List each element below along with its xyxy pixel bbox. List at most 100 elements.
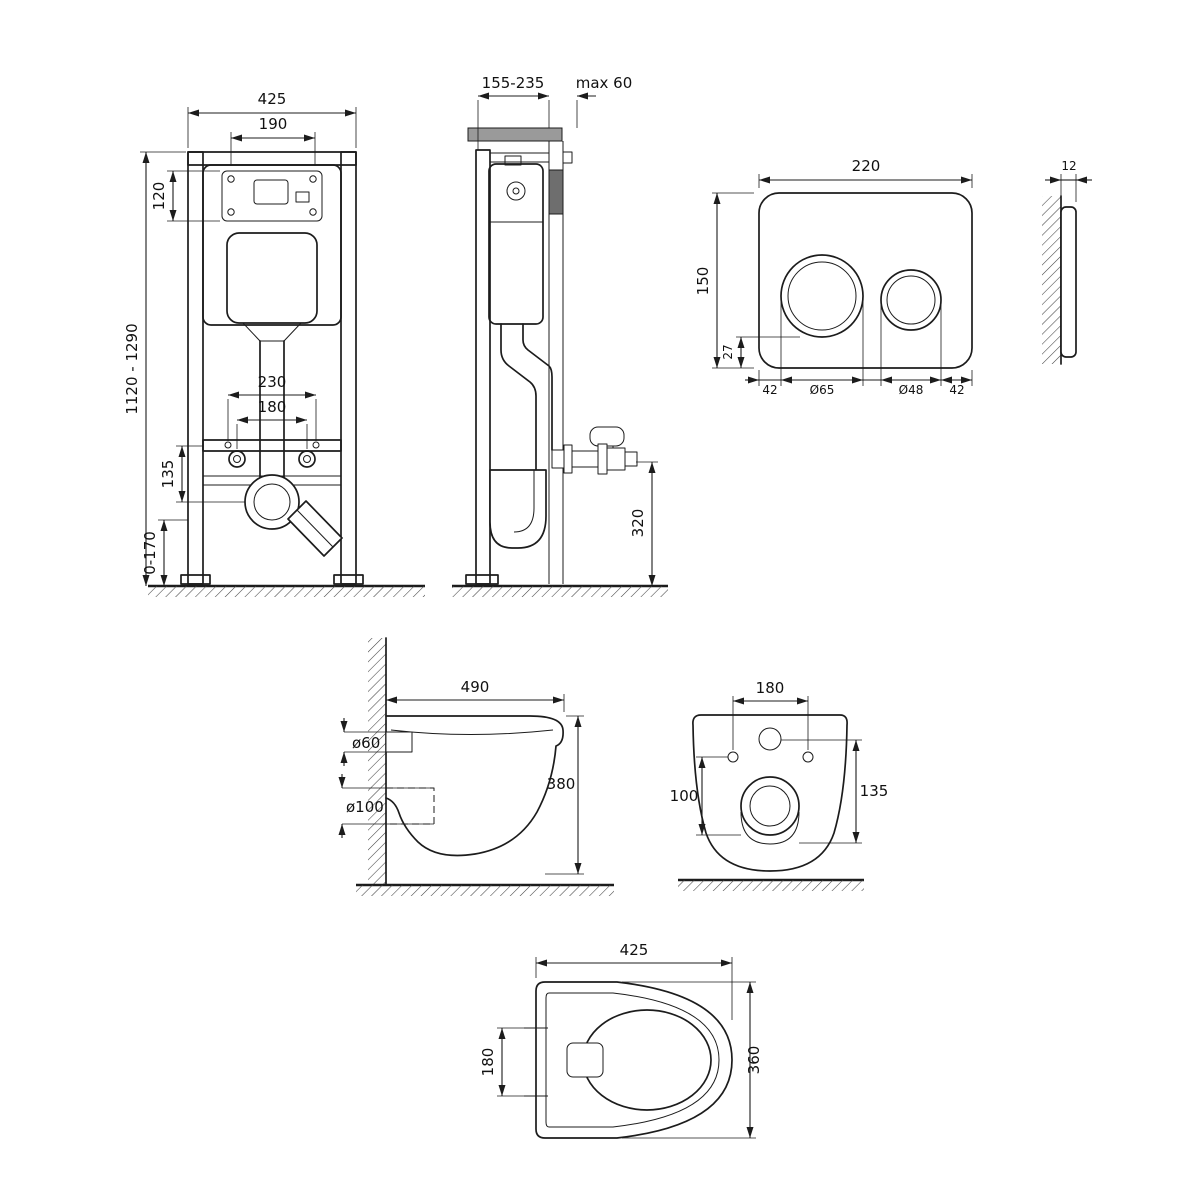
service-detail (295, 191, 310, 203)
rim-inner-line (545, 992, 720, 1128)
small-flush-button (880, 269, 942, 331)
flush-plate-side-view: 12 (1042, 159, 1092, 365)
dim-label-fix-height: 135 (860, 782, 889, 800)
extension-lines (140, 107, 357, 521)
outlet-pipe-part (606, 447, 626, 471)
bowl-side-dimensions: 490 ø60 ø100 380 (338, 678, 584, 875)
fixing-bolt-center (303, 455, 311, 463)
outlet-collar (740, 811, 800, 845)
extension-lines (497, 957, 756, 1139)
dim-label-bowl-height: 380 (547, 775, 576, 793)
cistern-body (202, 164, 342, 326)
dim-label-thickness: 12 (1061, 159, 1076, 173)
mid-crossbar (202, 439, 342, 452)
outlet-pipe-hidden (385, 787, 435, 825)
dim-label-outlet-height: 320 (629, 509, 647, 538)
plate-side-dimensions: 12 (1045, 159, 1092, 202)
fixing-bolt (298, 450, 316, 468)
outlet-hole (740, 776, 800, 836)
fixing-bolt (228, 450, 246, 468)
inlet-pipe (385, 731, 413, 753)
flush-plate (758, 192, 973, 369)
service-box (221, 170, 323, 222)
frame-side-geometry (452, 127, 668, 597)
plate-side-geometry (1042, 195, 1077, 365)
floor-hatch (356, 885, 614, 896)
small-flush-button-inner (886, 275, 936, 325)
fixing-cross-marks (524, 1016, 548, 1108)
dim-label-offset-27: 27 (721, 344, 735, 359)
flush-spud (566, 1042, 604, 1078)
dim-label-cistern-width: 190 (259, 115, 288, 133)
right-rail (340, 151, 357, 585)
dim-label-fix-wide: 230 (258, 373, 287, 391)
wall-bracket (467, 127, 563, 142)
outlet-pipe-part (551, 449, 565, 469)
toilet-top-view: 425 180 360 (479, 941, 763, 1139)
dim-label-outlet-offset: 135 (159, 460, 177, 489)
bowl-top-geometry (524, 981, 733, 1139)
dim-label-foot-adjust: 0-170 (141, 531, 159, 575)
drain-socket-inner (253, 483, 291, 521)
plate-front-geometry (758, 192, 973, 369)
flush-plate-front-view: 220 150 27 42 Ø65 Ø48 42 (694, 157, 973, 397)
pan-connector-elbow (489, 469, 547, 549)
wall-anchor-block (548, 169, 564, 215)
service-screw (309, 175, 317, 183)
wall-hatch (368, 638, 386, 885)
dim-label-outlet: ø100 (346, 798, 384, 816)
cistern-knob (504, 155, 522, 166)
plate-front-dimensions: 220 150 27 42 Ø65 Ø48 42 (694, 157, 973, 397)
cistern-side (488, 163, 544, 325)
fix-hole (224, 441, 232, 449)
rail-profile (475, 149, 491, 585)
floor-hatch (148, 586, 425, 597)
dim-label-fix-spacing: 180 (756, 679, 785, 697)
dim-label-fix-narrow: 180 (258, 398, 287, 416)
service-window (253, 179, 289, 205)
frame-side-dimensions: 155-235 max 60 320 (477, 74, 658, 586)
fixing-hole (802, 751, 814, 763)
flush-pipe (259, 340, 285, 479)
outlet-pipe-part (571, 450, 599, 468)
dim-label-top-fix-spacing: 180 (479, 1048, 497, 1077)
bowl-rear-body (692, 714, 848, 872)
service-screw (227, 175, 235, 183)
dim-label-big-button: Ø65 (810, 383, 835, 397)
floor-hatch (678, 880, 864, 891)
frame-front-geometry (148, 151, 425, 597)
dim-label-outlet-center: 100 (670, 787, 699, 805)
plate-profile (1060, 206, 1077, 358)
extension-lines (1060, 174, 1077, 202)
dim-label-edge-right: 42 (949, 383, 964, 397)
outlet-flange (563, 444, 573, 474)
fixing-bolt-center (233, 455, 241, 463)
dim-label-plate-width: 220 (852, 157, 881, 175)
dim-label-access-height: 120 (150, 182, 168, 211)
service-screw (227, 208, 235, 216)
dim-label-edge-left: 42 (762, 383, 777, 397)
frame-front-view: 425 190 120 1120 - 1290 230 180 135 0-17… (123, 90, 425, 597)
dim-label-total-width: 425 (258, 90, 287, 108)
dim-label-wall-max: max 60 (576, 74, 633, 92)
bowl-outline (535, 981, 733, 1139)
rim-line (390, 729, 554, 735)
inlet-hole (758, 727, 782, 751)
outlet-flange (597, 443, 608, 475)
bowl-rear-dimensions: 180 100 135 (670, 679, 889, 844)
frame-front-dimensions: 425 190 120 1120 - 1290 230 180 135 0-17… (123, 90, 357, 586)
bowl-side-geometry (356, 637, 614, 896)
dim-label-depth-range: 155-235 (482, 74, 545, 92)
drain-elbow-line (296, 509, 334, 548)
dim-label-top-depth: 425 (620, 941, 649, 959)
floor-hatch (452, 586, 668, 597)
wall-bolt (562, 151, 573, 164)
foot-plate (465, 574, 499, 585)
big-flush-button (780, 254, 864, 338)
valve-mark-center (512, 187, 520, 195)
valve-mark (506, 181, 526, 201)
bowl-top-dimensions: 425 180 360 (479, 941, 763, 1139)
fixing-hole (727, 751, 739, 763)
